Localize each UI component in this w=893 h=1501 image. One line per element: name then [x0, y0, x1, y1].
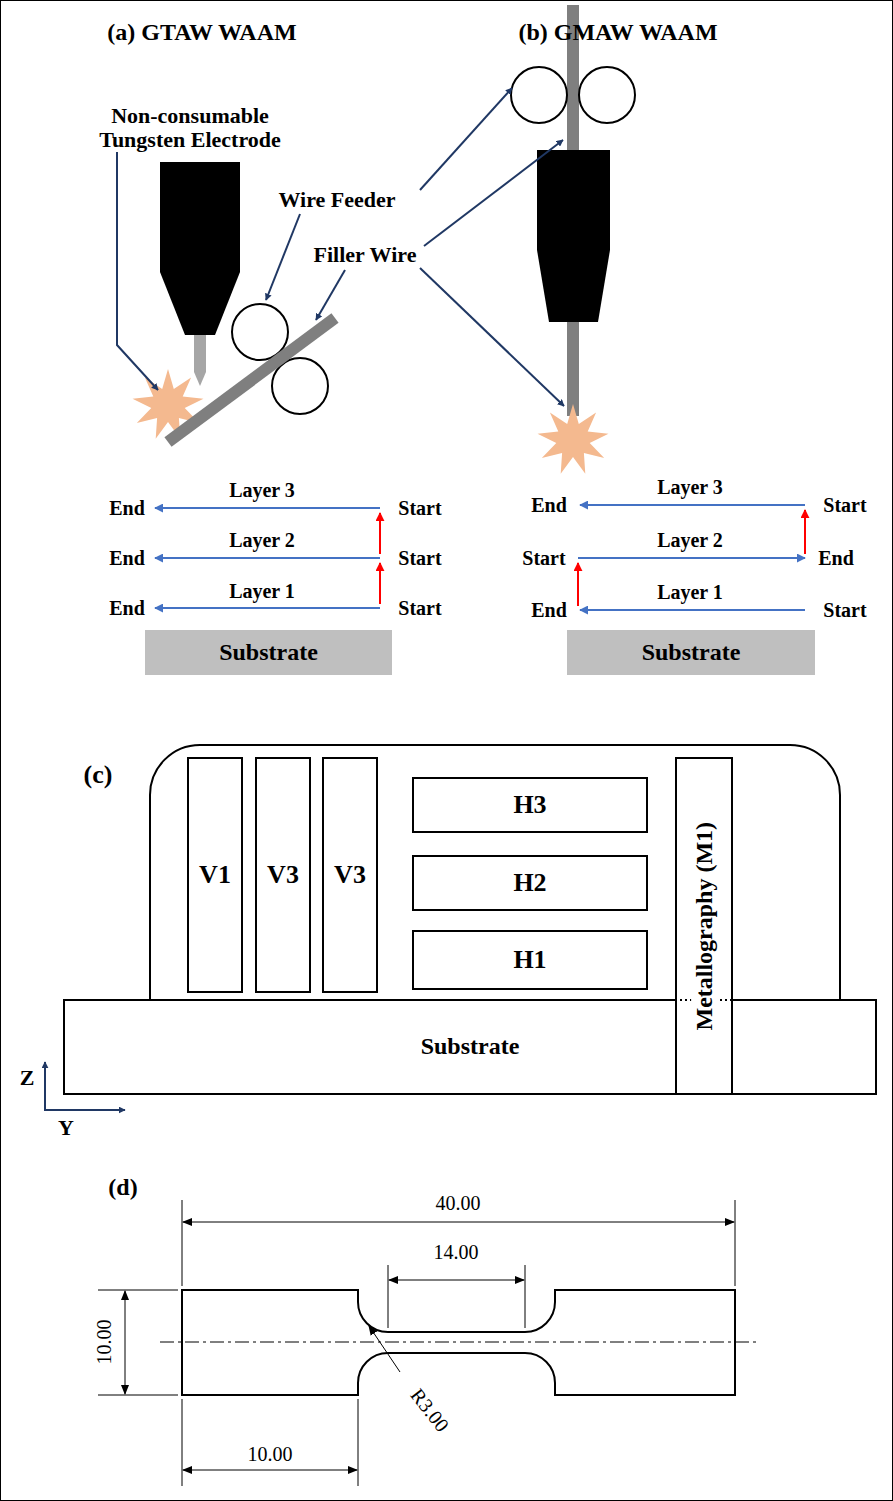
layer-paths: [155, 505, 805, 610]
center-line: [160, 1342, 757, 1343]
substrate-top-edge: [733, 999, 877, 1001]
dimension-value: R3.00: [406, 1384, 453, 1436]
path-end: End: [531, 599, 567, 621]
axes: [44, 1062, 125, 1111]
horizontal-specimen: H1: [412, 930, 648, 990]
feed-roller: [579, 67, 635, 123]
panel-title: (d): [108, 1174, 137, 1200]
horizontal-specimen: H2: [412, 855, 648, 911]
vertical-specimen: V1: [187, 757, 243, 993]
dimension-value: 10.00: [248, 1443, 293, 1465]
node-label: Substrate: [219, 639, 318, 665]
substrate-plate: Substrate: [63, 999, 877, 1095]
path-start: Start: [398, 497, 441, 519]
filler-wire: [168, 318, 335, 442]
node-label: H1: [513, 946, 546, 975]
node-label: V3: [267, 861, 299, 890]
layer-label: Layer 1: [657, 581, 723, 603]
panel-title: (c): [84, 761, 113, 790]
path-end: End: [109, 497, 145, 519]
path-end: End: [109, 597, 145, 619]
part-label: Wire Feeder: [278, 188, 395, 212]
part-label: Non-consumable Tungsten Electrode: [75, 104, 305, 152]
dimension-value: 10.00: [93, 1320, 115, 1365]
arc-spark: [538, 404, 609, 474]
path-end: End: [818, 547, 854, 569]
axis-label: Y: [58, 1116, 74, 1140]
path-start: Start: [398, 597, 441, 619]
node-label: H2: [513, 869, 546, 898]
substrate-top-edge: [63, 999, 675, 1001]
feed-roller: [272, 358, 328, 414]
node-label: Substrate: [642, 639, 741, 665]
rotated-label: Metallography (M1): [691, 819, 717, 1034]
path-start: Start: [823, 599, 866, 621]
layer-label: Layer 2: [229, 529, 295, 551]
vertical-specimen: V3: [322, 757, 378, 993]
path-start: Start: [522, 547, 565, 569]
horizontal-specimen: H3: [412, 777, 648, 833]
panel-title: (b) GMAW WAAM: [518, 19, 717, 45]
node-label: H3: [513, 791, 546, 820]
layer-label: Layer 3: [229, 479, 295, 501]
gmaw-torch: [537, 150, 610, 322]
layer-label: Layer 3: [657, 476, 723, 498]
axis-label: Z: [20, 1066, 35, 1090]
layer-label: Layer 1: [229, 580, 295, 602]
part-label: Filler Wire: [314, 243, 417, 267]
metallography-specimen: Metallography (M1): [675, 757, 733, 1095]
path-start: Start: [398, 547, 441, 569]
node-label: V3: [334, 861, 366, 890]
substrate-block: Substrate: [145, 630, 392, 675]
gtaw-torch: [160, 162, 240, 386]
wall-outline: [150, 745, 840, 1000]
path-end: End: [531, 494, 567, 516]
path-start: Start: [823, 494, 866, 516]
node-label: V1: [199, 861, 231, 890]
node-label: Substrate: [421, 1033, 520, 1059]
path-end: End: [109, 547, 145, 569]
feed-roller: [511, 67, 567, 123]
dimension-value: 14.00: [434, 1241, 479, 1263]
substrate-block: Substrate: [567, 630, 815, 675]
dimension-lines: [98, 1200, 735, 1486]
layer-label: Layer 2: [657, 529, 723, 551]
feed-roller: [232, 304, 288, 360]
vertical-specimen: V3: [255, 757, 311, 993]
dimension-value: 40.00: [436, 1192, 481, 1214]
panel-title: (a) GTAW WAAM: [107, 19, 296, 45]
